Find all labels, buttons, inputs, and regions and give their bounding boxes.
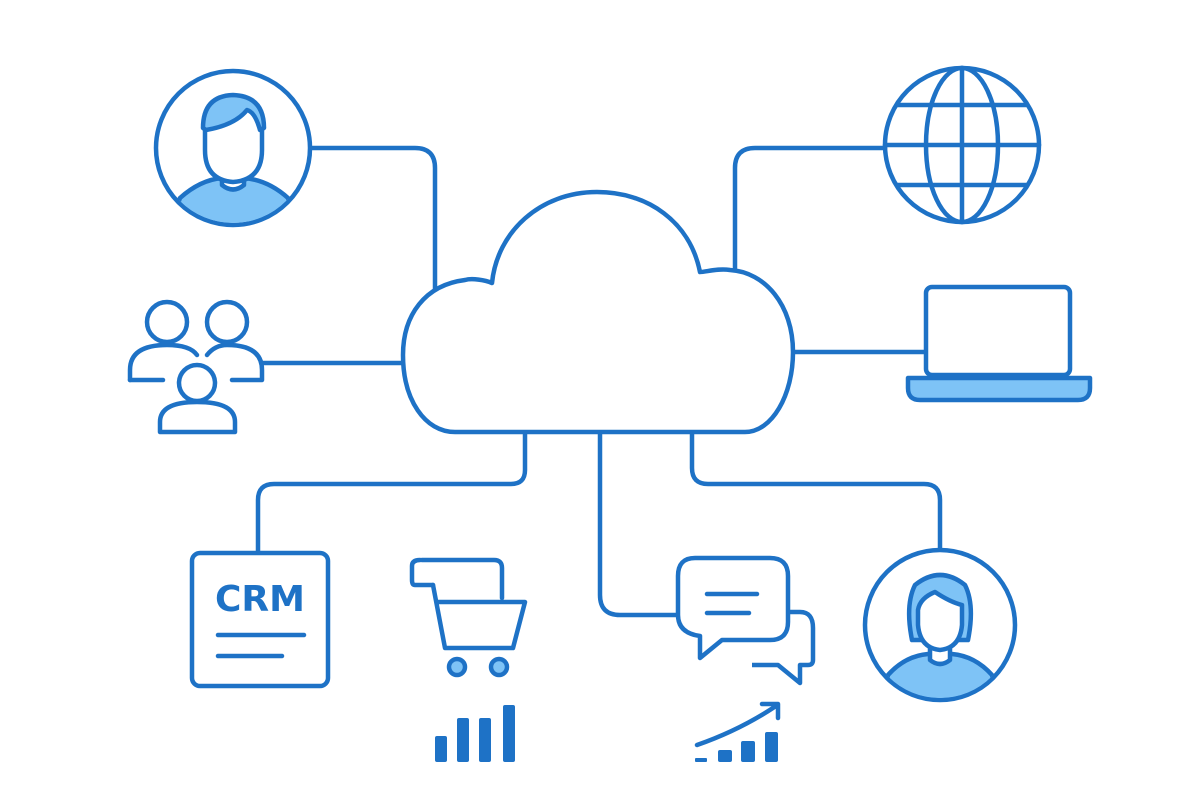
connector-crm: [255, 429, 528, 556]
cloud-icon: [400, 189, 796, 435]
crm-label: CRM: [215, 579, 305, 620]
connector-female-user: [689, 429, 943, 553]
growth-chart-icon: [694, 701, 781, 762]
connector-globe: [732, 145, 888, 271]
user-female-icon: [862, 547, 1018, 703]
user-male-icon: [153, 68, 313, 228]
crm-document-icon: CRM: [189, 550, 331, 689]
connectors: [255, 145, 943, 618]
laptop-icon: [905, 284, 1093, 403]
connector-chat: [597, 429, 683, 618]
bar-chart-icon: [435, 705, 515, 762]
connector-user: [307, 145, 438, 293]
chat-bubbles-icon: [675, 555, 816, 686]
user-group-icon: [127, 299, 265, 435]
shopping-cart-icon: [409, 557, 528, 678]
globe-icon: [882, 65, 1042, 225]
